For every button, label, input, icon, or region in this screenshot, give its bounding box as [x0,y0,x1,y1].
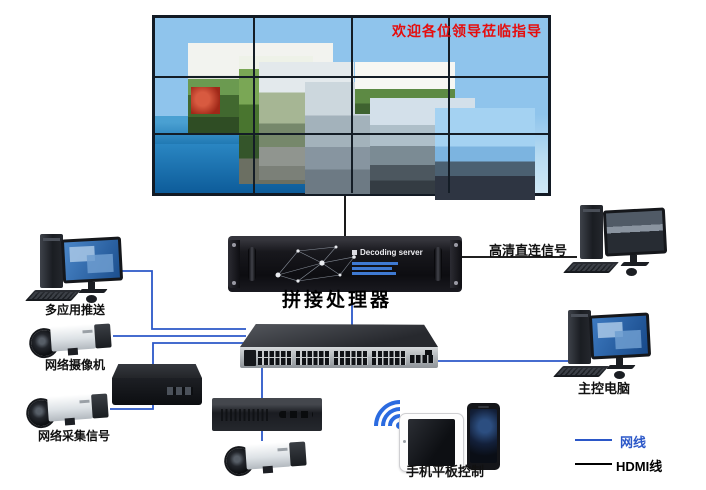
camera-mount [64,417,76,426]
video-wall: 欢迎各位领导莅临指导 [152,15,551,200]
master-pc [553,310,652,382]
mouse [86,295,97,303]
app-push-pc [25,234,124,306]
label-capture-camera: 网络采集信号 [37,429,110,443]
mouse [614,371,625,379]
monitor-stand [630,255,637,262]
analog-camera [225,433,314,481]
keyboard [553,366,609,377]
constellation-graphic [275,245,356,283]
rack-ear [228,240,240,288]
pc-screen [64,239,120,281]
capture-camera [27,385,116,433]
cable-encoder-switch [152,342,246,366]
pc-monitor [588,312,652,360]
port-group [296,350,330,365]
switch-top-face [240,324,438,347]
keyboard [563,262,619,273]
monitor-base [606,365,636,369]
switch-front-face [240,347,438,368]
port-group [372,350,406,365]
camera-back [289,441,307,467]
label-app-push: 多应用推送 [44,303,105,317]
smartphone-device [467,403,500,470]
keyboard [25,290,81,301]
rack-ear [450,240,462,288]
network-switch [240,324,438,368]
network-encoder-box [112,364,202,410]
tablet-device [399,413,464,472]
console-port [425,350,432,355]
switch-module [244,349,256,366]
wall-bezel-grid [155,18,548,193]
server-caption: 拼接处理器 [282,290,393,311]
camera-back [91,393,109,419]
rack-handle [248,247,256,281]
dvr-unit [212,398,322,431]
phone-screen [470,409,497,463]
camera-mount [262,465,274,474]
pc-screen [592,315,648,357]
pc-monitor [602,207,668,257]
server-logo-icon [352,250,357,255]
rack-handle [434,247,442,281]
welcome-banner: 欢迎各位领导莅临指导 [392,23,542,39]
monitor-stand [88,282,95,289]
server-chassis [228,236,462,292]
encoder-front [112,378,202,405]
legend-hdmi-label: HDMI线 [616,459,663,474]
server-title: Decoding server [360,248,423,257]
sfp-ports [410,355,434,363]
legend-network-line [575,439,612,441]
server-front-text: Decoding server [352,248,428,277]
encoder-top [112,364,202,378]
hd-direct-pc [563,205,668,277]
camera-mount [67,347,79,356]
cable-apppush-switch [118,270,246,330]
pc-screen [605,210,665,254]
tablet-screen [408,419,455,466]
mouse [626,268,637,276]
label-mobile-control: 手机平板控制 [405,464,484,479]
pc-tower [568,310,591,364]
monitor-base [78,289,108,293]
tablet-camera-dot [403,440,406,443]
label-master-pc: 主控电脑 [577,381,630,396]
label-network-camera: 网络摄像机 [44,358,105,372]
port-group [334,350,368,365]
server-feature-lines [352,262,428,275]
monitor-stand [616,358,623,365]
decoding-server: Decoding server [228,236,462,292]
camera-back [94,323,112,349]
legend-hdmi-line [575,463,612,465]
pc-tower [580,205,603,259]
monitor-base [620,262,650,266]
pc-monitor [60,236,124,284]
legend-network-label: 网线 [620,435,647,450]
label-hd-direct: 高清直连信号 [488,243,567,258]
pc-tower [40,234,63,288]
port-group [258,350,292,365]
